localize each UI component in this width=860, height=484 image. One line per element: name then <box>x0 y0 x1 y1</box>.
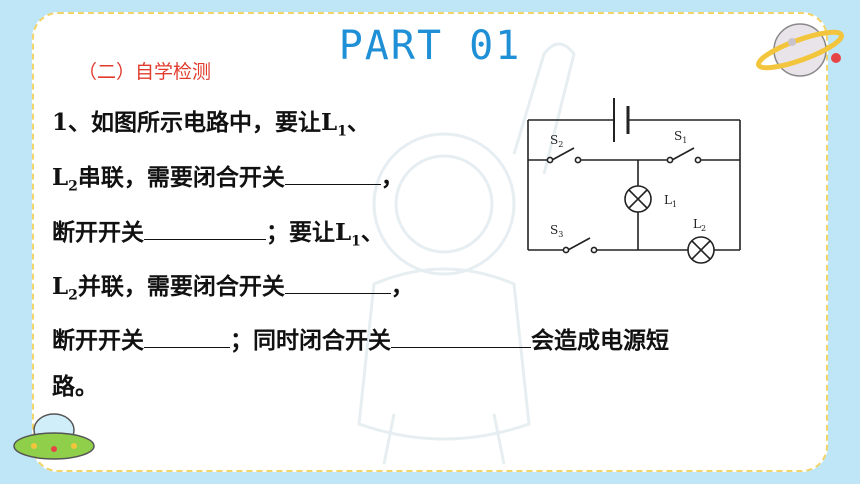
label-s2: S2 <box>550 133 563 149</box>
label-l2: L2 <box>693 217 706 233</box>
answer-blank[interactable] <box>144 323 230 348</box>
answer-blank[interactable] <box>391 323 531 348</box>
planet-icon <box>756 23 844 77</box>
question-line-1: 1、如图所示电路中，要让L1、 <box>52 106 370 149</box>
astronaut-watermark <box>357 42 576 465</box>
switch-contact <box>562 246 570 254</box>
subscript: 2 <box>68 287 78 304</box>
question-line-3: 断开开关 ；要让L1、 <box>52 215 384 259</box>
text-segment: ；要让L <box>266 219 352 246</box>
subscript: 1 <box>351 233 361 250</box>
switch-contact <box>694 156 702 164</box>
label-s3: S3 <box>550 223 563 239</box>
section-subtitle: （二）自学检测 <box>78 61 212 83</box>
question-line-2: L2串联，需要闭合开关 ， <box>52 160 404 204</box>
question-line-6: 路。 <box>52 370 98 404</box>
question-line-4: L2并联，需要闭合开关 ， <box>52 269 414 313</box>
text-segment: L <box>52 273 69 300</box>
label-s1: S1 <box>674 129 687 145</box>
answer-blank[interactable] <box>144 215 266 240</box>
answer-blank[interactable] <box>284 269 391 294</box>
switch-contact <box>546 156 554 164</box>
text-segment: 断开开关 <box>52 327 144 354</box>
subscript: 1 <box>337 123 347 140</box>
text-segment: 路。 <box>52 373 98 400</box>
text-segment: ；同时闭合开关 <box>230 327 391 354</box>
text-segment: 并联，需要闭合开关 <box>77 273 285 300</box>
text-segment: L <box>52 164 69 191</box>
ufo-icon <box>13 413 95 460</box>
switch-contact <box>666 156 674 164</box>
subscript: 2 <box>68 178 78 195</box>
text-segment: 串联，需要闭合开关 <box>77 164 285 191</box>
switch-contact <box>590 246 598 254</box>
text-segment: 、 <box>346 109 370 136</box>
switch-contact <box>574 156 582 164</box>
circuit-diagram: S2 S1 L1 S3 L2 <box>527 98 741 264</box>
label-l1: L1 <box>664 193 677 209</box>
text-segment: 1、如图所示电路中，要让L <box>52 109 338 136</box>
text-segment: ， <box>380 164 404 191</box>
text-segment: 会造成电源短 <box>531 327 669 354</box>
answer-blank[interactable] <box>284 160 381 185</box>
switch-s2-blade <box>551 147 575 161</box>
question-line-5: 断开开关 ；同时闭合开关 会造成电源短 <box>52 323 669 358</box>
switch-s3-blade <box>567 237 591 251</box>
switch-s1-blade <box>671 147 695 161</box>
text-segment: 断开开关 <box>52 219 144 246</box>
text-segment: ， <box>390 273 414 300</box>
text-segment: 、 <box>360 219 384 246</box>
page-title: PART 01 <box>338 23 522 69</box>
